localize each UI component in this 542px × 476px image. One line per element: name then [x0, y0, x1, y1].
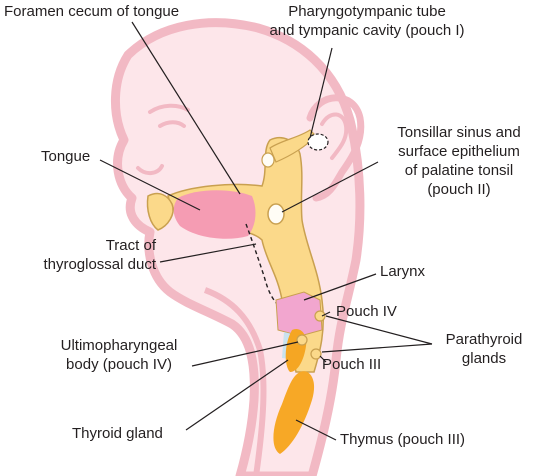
label-tongue: Tongue: [41, 148, 91, 165]
leader-thyroid: [185, 359, 289, 431]
leader-tongue: [99, 159, 201, 211]
tongue: [173, 190, 256, 239]
larynx: [275, 291, 323, 337]
leader-pouch-iii: [319, 355, 327, 363]
leader-parathyroid-b: [321, 343, 433, 353]
label-tonsil-line1: Tonsillar sinus and: [397, 124, 521, 141]
leader-larynx: [303, 273, 377, 301]
leader-tract: [159, 243, 257, 263]
ear-inner: [320, 112, 349, 160]
leader-tonsil: [281, 161, 379, 213]
nostril: [136, 164, 164, 175]
label-parathyroid-line2: glands: [461, 350, 507, 367]
ear: [306, 94, 365, 202]
label-tract-line1: Tract of: [105, 237, 156, 254]
label-tonsil-line4: (pouch II): [427, 181, 491, 198]
label-pouch-iii: Pouch III: [322, 356, 382, 373]
label-tonsil-line3: of palatine tonsil: [404, 162, 514, 179]
parathyroid-upper: [314, 310, 326, 322]
label-foramen-cecum: Foramen cecum of tongue: [4, 3, 180, 20]
leader-pouch-iv: [321, 311, 331, 317]
leader-parathyroid-a: [325, 315, 433, 345]
label-parathyroid-line1: Parathyroid: [445, 331, 523, 348]
label-thymus: Thymus (pouch III): [340, 431, 466, 448]
leader-thymus: [295, 419, 337, 441]
label-tract-line2: thyroglossal duct: [43, 256, 156, 273]
pouch-i-opening: [261, 152, 275, 168]
leader-lines: [99, 21, 433, 441]
lips: [146, 192, 174, 231]
label-pouch-iv: Pouch IV: [336, 303, 397, 320]
leader-ultimo: [191, 341, 299, 367]
thymus: [273, 371, 315, 454]
tympanic-cavity: [307, 133, 329, 151]
label-larynx: Larynx: [380, 263, 426, 280]
eyebrow: [148, 103, 190, 114]
pouch-ii: [267, 203, 285, 225]
parathyroid-lower: [310, 348, 322, 360]
label-ultimo-line2: body (pouch IV): [66, 356, 172, 373]
label-tonsil-line2: surface epithelium: [398, 143, 520, 160]
ultimopharyngeal-body: [296, 334, 308, 346]
leader-pharyngotympanic: [309, 47, 333, 139]
eye: [158, 120, 186, 128]
leader-foramen-cecum: [131, 21, 241, 195]
label-ultimo-line1: Ultimopharyngeal: [60, 337, 178, 354]
label-thyroid-gland: Thyroid gland: [72, 425, 163, 442]
label-pharyngotympanic-line1: Pharyngotympanic tube: [288, 3, 446, 20]
label-pharyngotympanic-line2: and tympanic cavity (pouch I): [269, 22, 465, 39]
